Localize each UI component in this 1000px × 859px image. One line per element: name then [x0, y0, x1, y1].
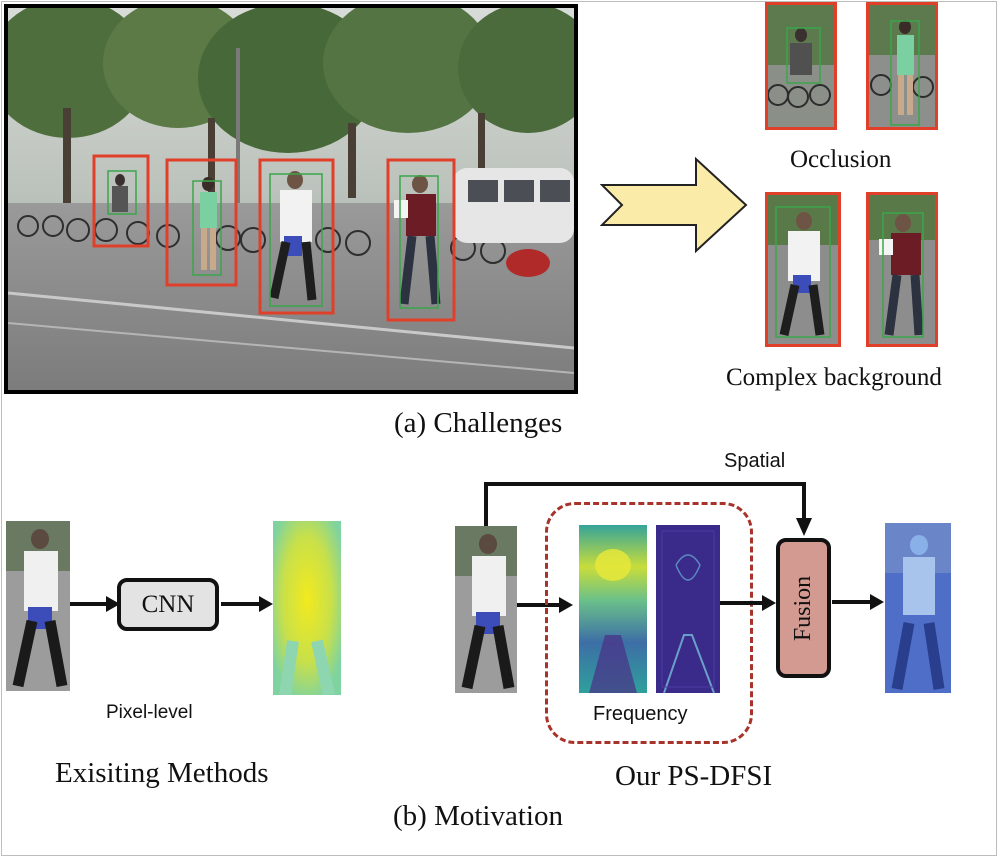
complex-background-label: Complex background	[726, 364, 942, 391]
spatial-path-arrow	[484, 482, 812, 536]
pixel-level-label: Pixel-level	[106, 702, 193, 723]
pedestrian-3	[269, 171, 317, 301]
our-method-title: Our PS-DFSI	[615, 760, 773, 792]
frequency-map-1-drawing	[579, 525, 647, 693]
frequency-feature-map-2	[656, 525, 720, 694]
fused-map-drawing	[885, 523, 951, 693]
pedestrian-1	[112, 174, 128, 212]
pedestrian-4	[394, 175, 441, 305]
arrow-right-icon	[70, 596, 120, 612]
occlusion-label: Occlusion	[790, 146, 892, 173]
spatial-label: Spatial	[724, 450, 786, 472]
existing-methods-title: Exisiting Methods	[55, 757, 269, 789]
frequency-map-2-drawing	[656, 525, 720, 694]
pixel-level-feature-map	[273, 521, 341, 697]
caption-motivation: (b) Motivation	[393, 800, 563, 832]
occlusion-crop-1-drawing	[768, 5, 834, 127]
complex-bg-crop-1-drawing	[768, 195, 838, 344]
cnn-block: CNN	[117, 578, 219, 631]
arrow-right-icon	[221, 596, 273, 612]
arrow-right-icon	[517, 597, 573, 613]
arrow-right-icon	[720, 595, 776, 611]
caption-challenges: (a) Challenges	[394, 407, 563, 439]
input-person-right-drawing	[455, 526, 517, 693]
frequency-branch-box	[545, 502, 753, 744]
complex-bg-crop-2	[866, 192, 938, 347]
input-person-image-right	[455, 526, 517, 693]
input-person-image-left	[6, 521, 70, 691]
street-scene-image	[4, 4, 578, 394]
cnn-label: CNN	[141, 590, 195, 618]
occlusion-crop-1	[765, 2, 837, 130]
complex-bg-crop-2-drawing	[869, 195, 935, 344]
frequency-feature-map-1	[579, 525, 647, 693]
fusion-block: Fusion	[776, 538, 831, 678]
input-person-left-drawing	[6, 521, 70, 691]
street-scene-drawing	[8, 8, 574, 390]
fused-feature-map	[885, 523, 951, 693]
right-arrow-icon	[600, 157, 748, 253]
occlusion-crop-2	[866, 2, 938, 130]
fusion-label: Fusion	[790, 575, 817, 641]
arrow-right-icon	[832, 594, 884, 610]
frequency-label: Frequency	[593, 703, 688, 725]
pixel-feature-drawing	[273, 521, 341, 697]
occlusion-crop-2-drawing	[869, 5, 935, 127]
complex-bg-crop-1	[765, 192, 841, 347]
